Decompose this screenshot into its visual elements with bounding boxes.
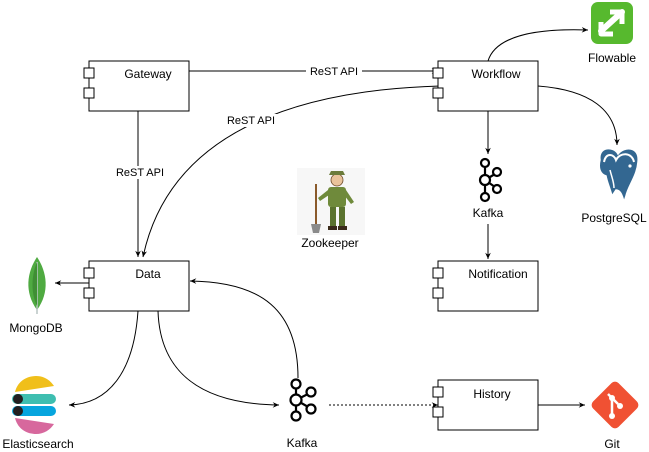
component-notification[interactable]: Notification [432,260,539,312]
workflow-label: Workflow [471,67,520,81]
node-postgresql[interactable]: PostgreSQL [581,147,647,225]
kafka-logo-icon [289,378,317,422]
gateway-label: Gateway [124,67,171,81]
component-history[interactable]: History [432,379,539,431]
node-kafka-top[interactable]: Kafka [473,157,504,220]
elasticsearch-logo-icon [12,376,56,434]
node-kafka-bottom[interactable]: Kafka [287,378,318,451]
zookeeper-mascot-icon [297,168,365,235]
edge-label-workflow-data: ReST API [227,115,275,127]
edge-labels: ReST API ReST API ReST API [112,65,362,179]
component-gateway[interactable]: Gateway [83,60,190,112]
edge-data-kafka [157,310,280,408]
node-flowable[interactable]: Flowable [588,2,636,65]
postgresql-elephant-icon [598,147,639,205]
mongodb-leaf-icon [28,257,46,314]
edge-data-elasticsearch [68,310,139,408]
flowable-label: Flowable [588,51,636,65]
node-zookeeper[interactable]: Zookeeper [297,168,365,250]
kafka-bottom-label: Kafka [287,436,318,450]
node-mongodb[interactable]: MongoDB [9,257,63,335]
postgresql-label: PostgreSQL [581,211,647,225]
edge-kafka-data [189,278,299,379]
notification-label: Notification [468,267,527,281]
edge-label-gateway-data: ReST API [116,167,164,179]
node-git[interactable]: Git [590,380,641,451]
mongodb-label: MongoDB [9,321,62,335]
kafka-logo-icon [478,157,503,203]
zookeeper-label: Zookeeper [301,236,358,250]
edge-workflow-data [141,85,441,258]
history-label: History [473,387,510,401]
edge-workflow-flowable [487,26,589,62]
flowable-logo-icon [591,2,633,44]
node-elasticsearch[interactable]: Elasticsearch [2,376,74,451]
kafka-top-label: Kafka [473,206,504,220]
edge-label-gateway-workflow: ReST API [310,66,358,78]
git-label: Git [604,437,620,451]
elasticsearch-label: Elasticsearch [2,437,73,451]
edge-workflow-postgresql [537,85,620,146]
component-workflow[interactable]: Workflow [432,60,539,112]
component-data[interactable]: Data [83,260,190,312]
git-logo-icon [591,381,639,429]
data-label: Data [135,267,161,281]
